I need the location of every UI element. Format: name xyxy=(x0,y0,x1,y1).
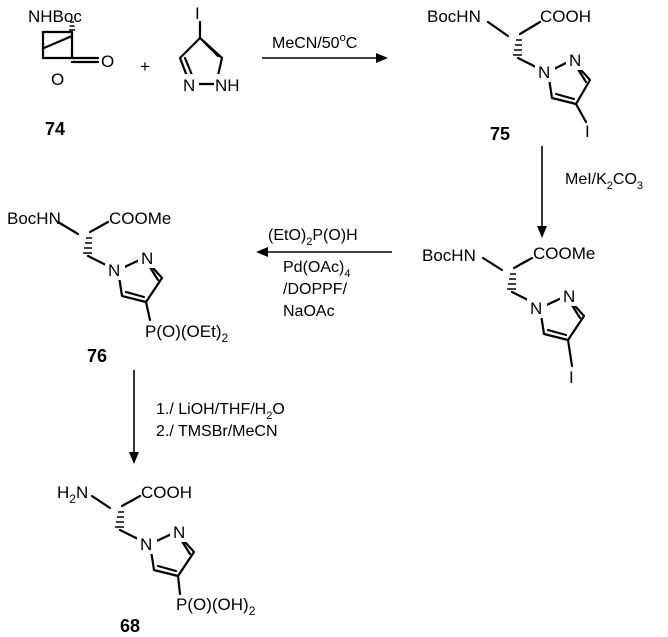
n2-label: N xyxy=(569,51,581,70)
n-calpha-bond xyxy=(486,20,510,38)
iodopyrazole: I N NH xyxy=(178,4,246,95)
n-calpha-bond xyxy=(90,494,112,510)
condition-step-4-line-1: 1./ LiOH/THF/H2O xyxy=(156,401,285,422)
arrow-step-4 xyxy=(129,370,139,464)
calpha-ester-bond xyxy=(512,256,534,270)
bochn-label: BocHN xyxy=(422,246,476,265)
n-label: N xyxy=(183,76,195,95)
phosphonic-acid-label: P(O)(OH)2 xyxy=(176,595,256,618)
nh-label: NH xyxy=(215,76,240,95)
c-p-bond xyxy=(144,300,152,322)
n-calpha-bond xyxy=(56,220,80,236)
iodine-label: I xyxy=(569,368,574,387)
calpha-cooh-bond xyxy=(120,494,142,508)
ring-oxygen-label: O xyxy=(51,70,64,89)
arrow-step-2 xyxy=(537,146,547,238)
nhboc-label: NHBoc xyxy=(28,7,82,26)
c-i-bond xyxy=(574,102,588,124)
compound-75: BocHN COOH N N I 75 xyxy=(427,7,592,144)
pyrazole-double-2 xyxy=(202,40,220,58)
iodine-label: I xyxy=(195,4,200,23)
hashed-stereo-bond xyxy=(507,273,516,290)
n-calpha-bond xyxy=(481,256,504,272)
hashed-stereo-bond xyxy=(115,511,124,528)
compound-76: BocHN COOMe N N P(O)(OEt)2 76 xyxy=(7,209,229,366)
iodo-methyl-ester: BocHN COOMe N N I xyxy=(422,244,595,387)
bochn-label: BocHN xyxy=(427,7,481,26)
arrow-step-3 xyxy=(256,247,392,257)
pyrazole-ring xyxy=(178,36,224,86)
pyrazole-double-2 xyxy=(554,92,576,101)
n2-label: N xyxy=(141,249,153,268)
cooh-label: COOH xyxy=(141,483,192,502)
condition-step-4-line-2: 2./ TMSBr/MeCN xyxy=(156,423,278,440)
compound-number-75: 75 xyxy=(490,124,510,144)
n1-label: N xyxy=(530,299,542,318)
carbonyl-oxygen-label: O xyxy=(101,52,114,71)
iodine-label: I xyxy=(585,122,590,141)
n2-label: N xyxy=(173,523,185,542)
condition-step-3-line-3: /DOPPF/ xyxy=(283,281,348,298)
condition-step-2: MeI/K2CO3 xyxy=(565,171,643,192)
lactone-ring-real xyxy=(42,34,74,50)
condition-step-3-line-1: (EtO)2P(O)H xyxy=(268,227,358,248)
pyrazole-double-2 xyxy=(124,290,146,299)
hashed-stereo-bond xyxy=(513,39,522,56)
n1-label: N xyxy=(140,535,152,554)
lactone-ring-bonds xyxy=(41,30,74,60)
n2-label: N xyxy=(563,287,575,306)
amine-label: H2N xyxy=(57,483,88,506)
bochn-label: BocHN xyxy=(7,209,61,228)
pyrazole-double-2 xyxy=(546,328,568,337)
c-i-bond xyxy=(566,338,574,368)
compound-number-68: 68 xyxy=(120,616,140,636)
calpha-cooh-bond xyxy=(518,20,542,36)
compound-number-76: 76 xyxy=(87,346,107,366)
hashed-stereo-bond xyxy=(83,237,92,254)
n1-label: N xyxy=(538,63,550,82)
compound-number-74: 74 xyxy=(45,119,65,139)
compound-68: H2N COOH N N P(O)(OH)2 68 xyxy=(57,483,256,636)
calpha-ester-bond xyxy=(88,220,110,234)
phosphonate-label: P(O)(OEt)2 xyxy=(145,322,229,345)
plus-sign: + xyxy=(140,57,150,76)
condition-step-3-line-2: Pd(OAc)4 xyxy=(283,259,350,280)
n1-label: N xyxy=(108,261,120,280)
coome-label: COOMe xyxy=(109,209,171,228)
coome-label: COOMe xyxy=(533,244,595,263)
pyrazole-double-2 xyxy=(156,564,178,573)
c-p-bond xyxy=(176,574,182,596)
condition-step-3-line-4: NaOAc xyxy=(283,303,335,320)
compound-74: NHBoc O O 74 xyxy=(28,7,114,139)
arrow-step-1 xyxy=(262,53,388,63)
hashed-stereo-bond xyxy=(69,21,75,31)
condition-step-1: MeCN/50oC xyxy=(272,32,357,52)
cooh-label: COOH xyxy=(540,7,591,26)
